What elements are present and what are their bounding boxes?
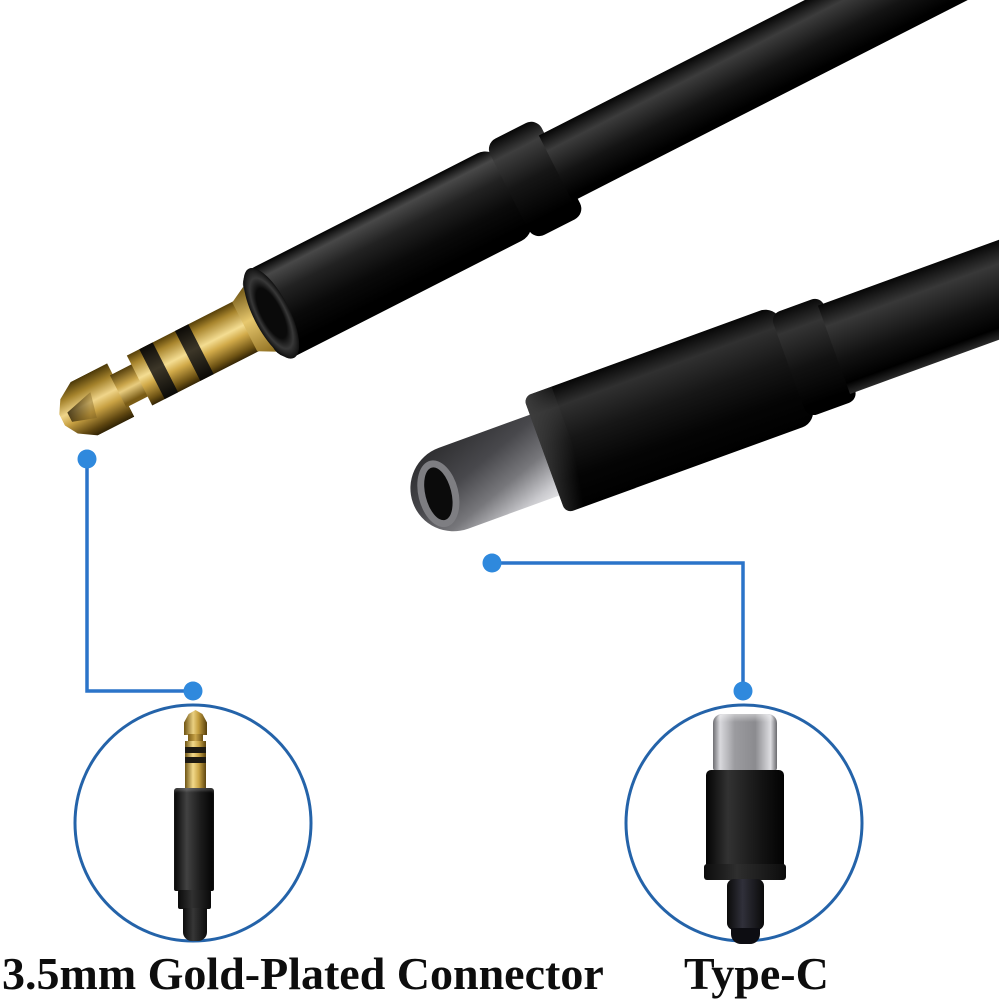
- aux-diagram-cable: [183, 908, 207, 941]
- aux-magnifier-circle: [73, 703, 313, 943]
- aux-diagram-ring: [185, 757, 206, 763]
- aux-diagram-neck: [188, 734, 203, 742]
- aux-diagram-step: [178, 890, 211, 909]
- aux-diagram-shaft: [185, 741, 206, 789]
- aux-caption: 3.5mm Gold-Plated Connector: [2, 948, 604, 999]
- aux-diagram-tip: [184, 710, 207, 735]
- usbc-callout-dot-end: [733, 681, 753, 701]
- aux-callout-line: [85, 459, 193, 693]
- aux-callout-dot-start: [77, 449, 97, 469]
- aux-callout-dot-end: [183, 681, 203, 701]
- aux-diagram-ring: [185, 747, 206, 753]
- usbc-callout-dot-start: [482, 553, 502, 573]
- usbc-diagram-tip: [713, 714, 777, 771]
- usbc-diagram-body: [706, 770, 784, 879]
- aux-diagram-body: [174, 788, 214, 891]
- usbc-diagram-strain-relief: [727, 879, 764, 930]
- usbc-callout-line: [492, 561, 745, 691]
- usbc-diagram-cable-stub: [731, 928, 760, 944]
- usbc-diagram-flange: [704, 864, 786, 880]
- typec-caption: Type-C: [684, 948, 829, 999]
